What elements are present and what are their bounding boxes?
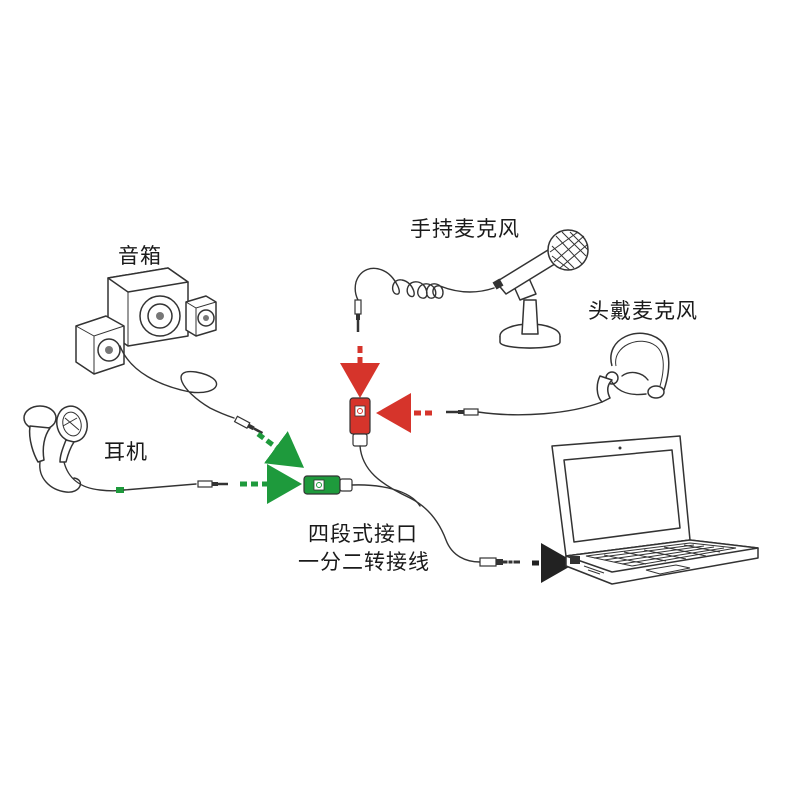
- speaker-to-adapter-arrow: [256, 431, 305, 468]
- headset-mic-plug-icon: [446, 408, 479, 416]
- speaker-cable: [119, 345, 235, 419]
- adapter-cable-green-branch: [351, 484, 421, 507]
- handheld-mic-cable: [354, 267, 495, 301]
- label-speaker: 音箱: [118, 244, 162, 268]
- label-headset-mic: 头戴麦克风: [588, 299, 698, 323]
- headset-mic-cable: [477, 401, 603, 416]
- label-handheld-mic: 手持麦克风: [410, 217, 520, 241]
- adapter-cable-red-branch: [359, 445, 481, 563]
- laptop-icon: [551, 435, 759, 585]
- headset-mic-icon: [596, 332, 670, 403]
- label-earphone: 耳机: [104, 440, 148, 464]
- label-adapter-line1: 四段式接口: [308, 522, 418, 546]
- earphone-icon: [23, 405, 88, 463]
- speaker-icon: [75, 267, 217, 375]
- adapter-green-socket-icon: [303, 475, 353, 495]
- adapter-red-socket-icon: [349, 397, 371, 447]
- earphone-plug-icon: [197, 480, 228, 488]
- earphone-cable: [39, 461, 125, 493]
- label-adapter-line2: 一分二转接线: [298, 550, 430, 574]
- speaker-plug-icon: [233, 415, 264, 435]
- four-pole-plug-icon: [479, 557, 520, 567]
- handheld-mic-plug-icon: [354, 299, 362, 332]
- earphone-splitter-icon: [116, 487, 124, 493]
- handheld-mic-icon: [492, 229, 589, 349]
